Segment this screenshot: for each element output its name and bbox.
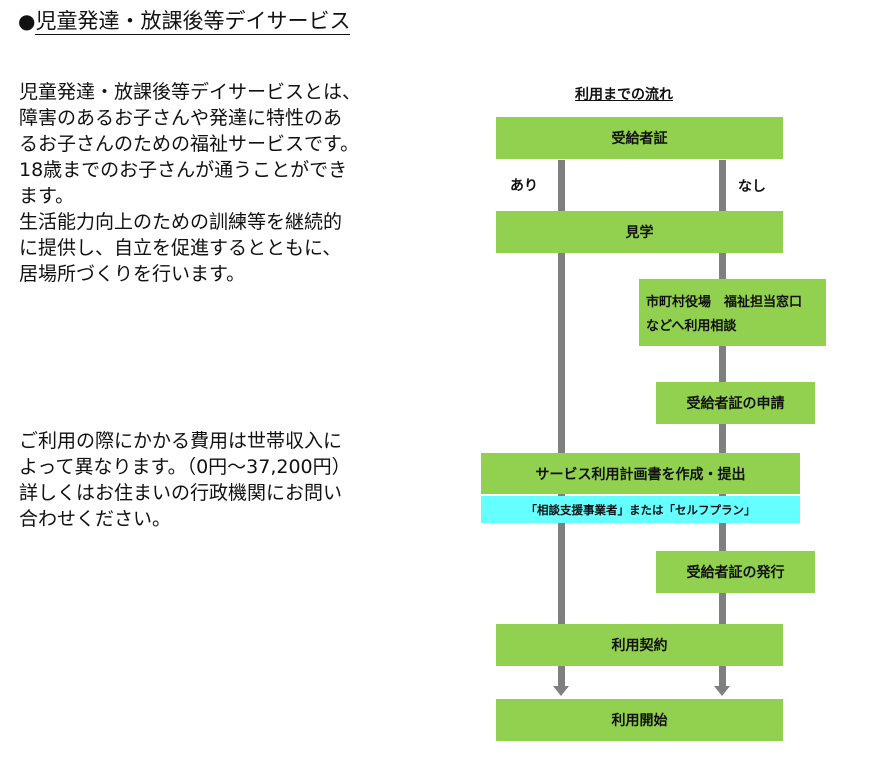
intro-line: に提供し、自立を促進するとともに、 [19,237,342,259]
step-visit: 見学 [496,211,783,253]
cost-line: 詳しくはお住まいの行政機関にお問い [19,482,343,504]
intro-line: 障害のあるお子さんや発達に特性のあ [19,107,343,129]
intro-line: 居場所づくりを行います。 [19,263,246,285]
intro-line: 児童発達・放課後等デイサービスとは、 [19,81,362,103]
arrow-down-icon [553,686,569,696]
cost-line: ご利用の際にかかる費用は世帯収入に [19,430,343,452]
intro-paragraph: 児童発達・放課後等デイサービスとは、 障害のあるお子さんや発達に特性のあ るお子… [19,79,419,287]
flow-track-left [558,160,565,687]
intro-line: ます。 [19,185,75,207]
heading-title: 児童発達・放課後等デイサービス [35,9,351,35]
intro-line: 生活能力向上のための訓練等を継続的 [19,211,343,233]
step-start-use: 利用開始 [496,699,783,741]
page-heading: ●児童発達・放課後等デイサービス [18,6,351,36]
flow-title: 利用までの流れ [575,87,673,103]
step-consult-line: などへ利用相談 [646,319,737,334]
step-certificate: 受給者証 [496,117,783,159]
heading-bullet: ● [18,9,36,33]
step-consult-office: 市町村役場 福祉担当窓口 などへ利用相談 [639,279,826,346]
cost-line: 合わせください。 [19,508,172,530]
step-certificate-issue: 受給者証の発行 [656,551,815,593]
step-consult-line: 市町村役場 福祉担当窓口 [646,295,803,310]
step-service-plan-note: 「相談支援事業者」または「セルフプラン」 [481,496,800,523]
branch-label-yes: あり [510,178,538,194]
step-service-plan: サービス利用計画書を作成・提出 [481,453,800,494]
arrow-down-icon [714,686,730,696]
cost-paragraph: ご利用の際にかかる費用は世帯収入に よって異なります。（0円～37,200円） … [19,428,419,532]
cost-line: よって異なります。（0円～37,200円） [19,456,351,478]
step-certificate-application: 受給者証の申請 [656,382,815,424]
branch-label-no: なし [738,179,766,195]
step-contract: 利用契約 [496,624,783,666]
intro-line: 18歳までのお子さんが通うことができ [19,159,348,181]
intro-line: るお子さんのための福祉サービスです。 [19,133,360,155]
